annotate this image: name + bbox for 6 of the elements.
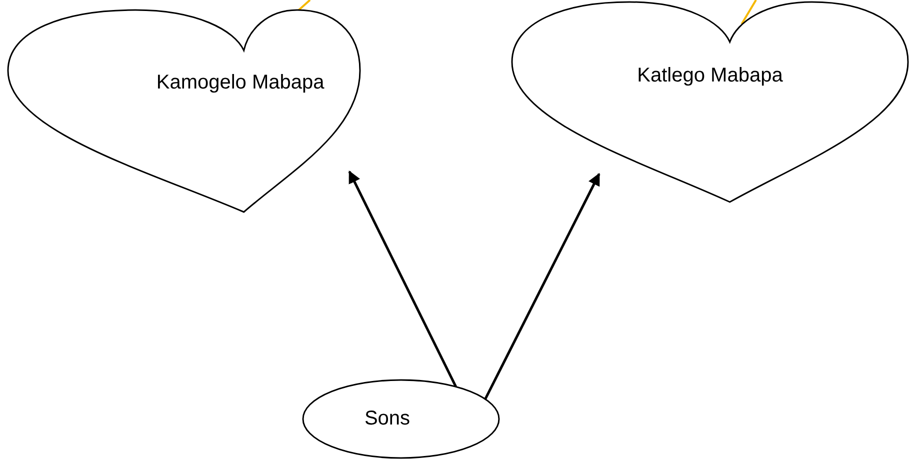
node-label: Kamogelo Mabapa (156, 71, 324, 94)
connector-line (740, 0, 757, 25)
arrow (484, 172, 600, 400)
node-label: Sons (364, 408, 410, 430)
arrow (348, 170, 457, 388)
node-label: Katlego Mabapa (637, 64, 783, 88)
